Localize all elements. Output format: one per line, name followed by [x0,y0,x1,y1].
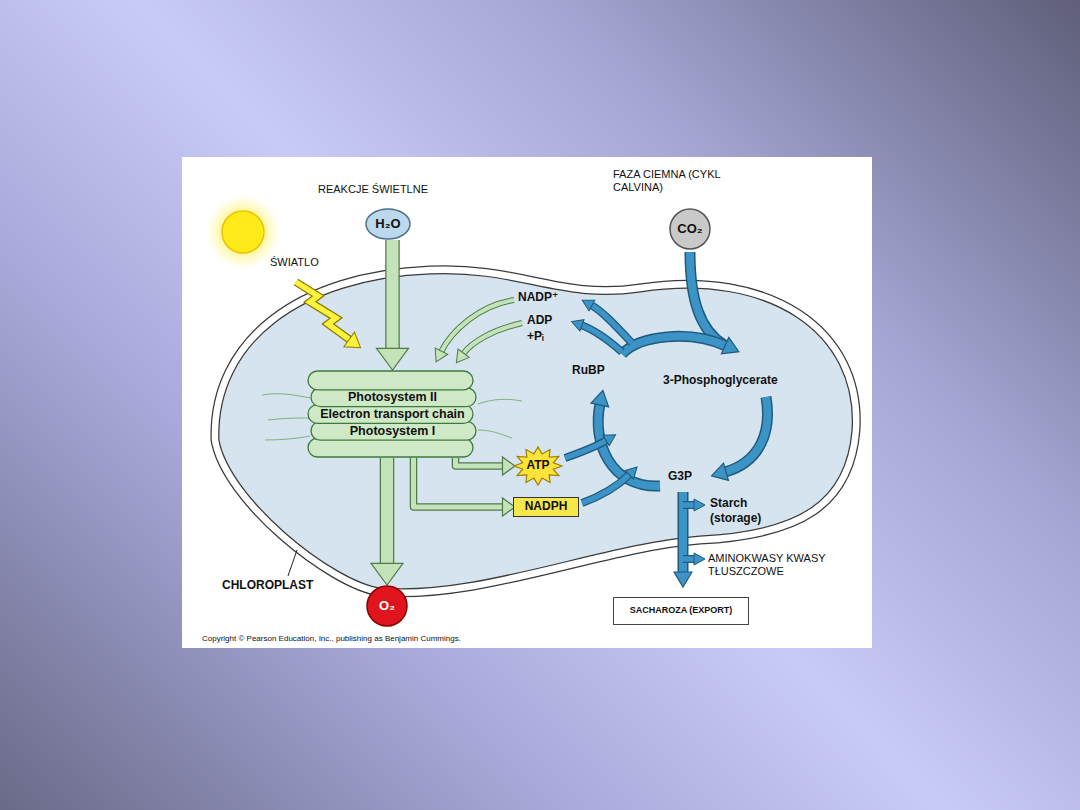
oxygen-circle: O₂ [366,585,408,627]
product-label: Starch (storage) [710,496,776,525]
molecule-label: RuBP [572,363,605,378]
molecule-label: 3-Phosphoglycerate [663,373,778,388]
node-text: CHLOROPLAST [222,578,313,594]
export-box: SACHAROZA (EXPORT) [613,597,749,625]
phase-label: REAKCJE ŚWIETLNE [318,183,428,196]
product-label: AMINOKWASY KWASY TŁUSZCZOWE [708,552,833,579]
flow-arrow [414,458,516,516]
node-text: Electron transport chain [320,406,464,423]
atp-star: ATP [513,446,563,486]
molecule-label: G3P [668,469,692,484]
node-text: O₂ [379,598,395,615]
thylakoid-stack: Photosystem IIElectron transport chainPh… [305,370,480,458]
molecule-label: ADP [527,313,552,328]
flow-arrow [377,240,409,370]
phase-label: FAZA CIEMNA (CYKL CALVINA) [613,168,725,195]
flow-arrow [456,457,516,475]
copyright-note: Copyright © Pearson Education, Inc., pub… [202,634,461,644]
nadph-box: NADPH [513,497,579,517]
light-label: ŚWIATLO [270,256,319,269]
node-text: NADPH [525,499,568,515]
node-text: ATP [526,458,549,474]
node-text: Photosystem II [348,389,437,406]
node-text: SACHAROZA (EXPORT) [630,605,733,617]
node-text: CO₂ [677,221,702,238]
flow-arrow [371,458,403,585]
carbon-dioxide-circle: CO₂ [669,208,711,250]
node-text: Photosystem I [350,423,435,440]
node-text: H₂O [375,216,400,233]
molecule-label: NADP⁺ [518,290,558,305]
molecule-label: +Pᵢ [527,329,544,344]
water-ellipse: H₂O [365,208,411,240]
